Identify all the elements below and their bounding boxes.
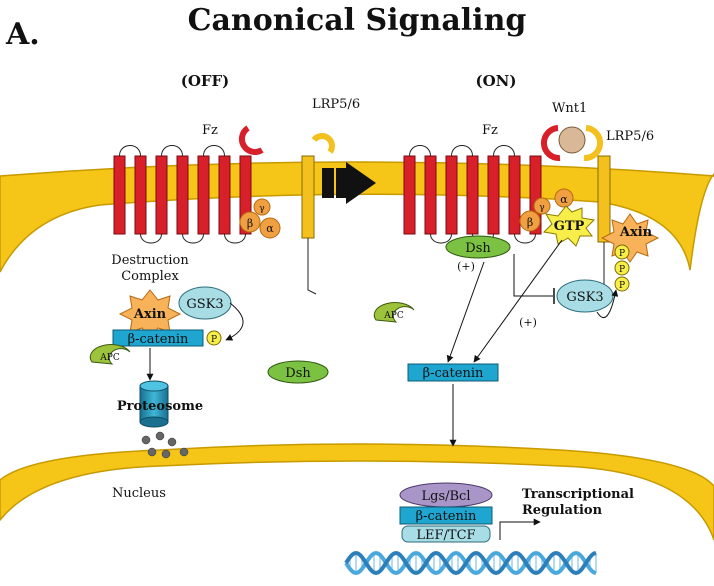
fz-helix-5 <box>197 155 210 235</box>
phos-label-on-3: P <box>619 281 625 291</box>
g-beta-label-off: β <box>247 217 253 230</box>
apc-off <box>89 344 131 365</box>
bcat-label-on: β-catenin <box>423 366 484 381</box>
panel-letter: A. <box>5 17 40 52</box>
dna-helix <box>344 550 597 576</box>
nucleus-label: Nucleus <box>112 486 166 501</box>
fz-helix-6 <box>218 155 231 235</box>
transcription-start-arrow <box>499 518 541 540</box>
fz-helix-1 <box>113 155 126 235</box>
wnt-label: Wnt1 <box>552 101 587 116</box>
complex-label: Complex <box>121 269 179 284</box>
dsh-label-off: Dsh <box>285 366 311 381</box>
bcat-off <box>112 329 204 347</box>
g-gamma-on <box>533 197 551 215</box>
fz-loops <box>119 145 246 244</box>
proteosome-top <box>139 380 169 392</box>
g-beta-on <box>519 210 541 232</box>
phos-label-on-2: P <box>619 265 625 275</box>
wnt1-ligand <box>558 126 586 154</box>
proteosome-label: Proteosome <box>117 399 203 414</box>
fz-helix-3 <box>155 155 168 235</box>
apc-label-free: APC <box>383 311 404 321</box>
transition-arrow-bar1 <box>322 168 334 198</box>
lrp-label-off: LRP5/6 <box>312 97 360 112</box>
regulation-label: Regulation <box>522 503 603 518</box>
bcat-label-nuclear: β-catenin <box>416 509 477 524</box>
dna-strand-2 <box>344 550 597 576</box>
state-off-label: (OFF) <box>181 72 230 90</box>
dsh-to-bcat-arrow <box>446 261 485 363</box>
dsh-label-on: Dsh <box>465 241 491 256</box>
dsh-off <box>267 360 329 384</box>
g-alpha-on <box>554 188 574 208</box>
gtp-starburst <box>542 205 596 247</box>
plus-label-1: (+) <box>457 260 475 273</box>
degraded-fragments <box>141 431 189 459</box>
lrp-coreceptor-off <box>301 155 315 239</box>
gtp-label: GTP <box>554 219 585 234</box>
fz-helix-2 <box>134 155 147 235</box>
dsh-on <box>445 235 511 259</box>
lrp-phospho-sites <box>614 244 630 292</box>
phos-label-on-1: P <box>619 249 625 259</box>
fz-helix-4 <box>176 155 189 235</box>
g-beta-label-on: β <box>527 216 533 229</box>
phos-off <box>206 330 222 346</box>
g-beta-off <box>239 211 261 233</box>
proteosome-bottom <box>139 416 169 428</box>
gsk3-to-lrp-arrow <box>596 289 619 318</box>
bcat-label-off: β-catenin <box>128 332 189 347</box>
g-alpha-label-off: α <box>266 222 274 235</box>
lef-tcf <box>401 525 491 543</box>
lrp-ectodomain-on <box>583 125 604 162</box>
page-title: Canonical Signaling <box>188 3 527 38</box>
g-alpha-label-on: α <box>560 193 568 206</box>
apc-free <box>373 302 415 323</box>
transition-arrow-bar2 <box>336 168 346 198</box>
transcriptional-label: Transcriptional <box>522 487 634 502</box>
axin-label-off: Axin <box>133 307 167 322</box>
bcat-nuclear <box>399 506 493 525</box>
g-gamma-label-on: γ <box>539 203 544 213</box>
g-gamma-label-off: γ <box>259 204 264 214</box>
wnt-binding-site-off <box>239 125 264 155</box>
axin-label-on: Axin <box>619 225 653 240</box>
lrp-tail-off <box>307 238 317 295</box>
fz-helix-5 <box>487 155 500 235</box>
fz-helix-4 <box>466 155 479 235</box>
lrp-ectodomain-off <box>311 133 335 154</box>
fz-label-off: Fz <box>202 123 218 138</box>
lrp-coreceptor-on <box>597 155 611 243</box>
fz-receptor-on <box>403 145 542 244</box>
gsk3-label-on: GSK3 <box>566 290 603 305</box>
fz-helix-3 <box>445 155 458 235</box>
dsh-inhibits-gsk3 <box>513 254 553 297</box>
phos-label-off: P <box>211 335 217 345</box>
state-on-label: (ON) <box>476 72 517 90</box>
gsk3-phos-arrow-off <box>225 302 244 341</box>
apc-label-off: APC <box>99 353 120 363</box>
destruction-label: Destruction <box>111 253 189 268</box>
transition-arrow-head <box>346 162 376 204</box>
gtp-to-bcat-arrow <box>473 239 563 363</box>
dna-strand-1 <box>344 550 597 576</box>
g-alpha-off <box>259 217 281 239</box>
plus-label-2: (+) <box>519 316 537 329</box>
gsk3-label-off: GSK3 <box>186 297 223 312</box>
fz-helix-6 <box>508 155 521 235</box>
fz-label-on: Fz <box>482 123 498 138</box>
fz-helix-2 <box>424 155 437 235</box>
g-gamma-off <box>253 198 271 216</box>
bcat-on <box>407 363 499 382</box>
gsk3-off <box>178 286 232 320</box>
fz-crd-on <box>540 125 561 162</box>
lgs-label: Lgs/Bcl <box>422 489 471 504</box>
proteosome <box>139 385 169 423</box>
fz-receptor-off <box>113 145 252 244</box>
lrp-label-on: LRP5/6 <box>606 129 654 144</box>
lef-label: LEF/TCF <box>416 528 475 543</box>
fz-helix-1 <box>403 155 416 235</box>
